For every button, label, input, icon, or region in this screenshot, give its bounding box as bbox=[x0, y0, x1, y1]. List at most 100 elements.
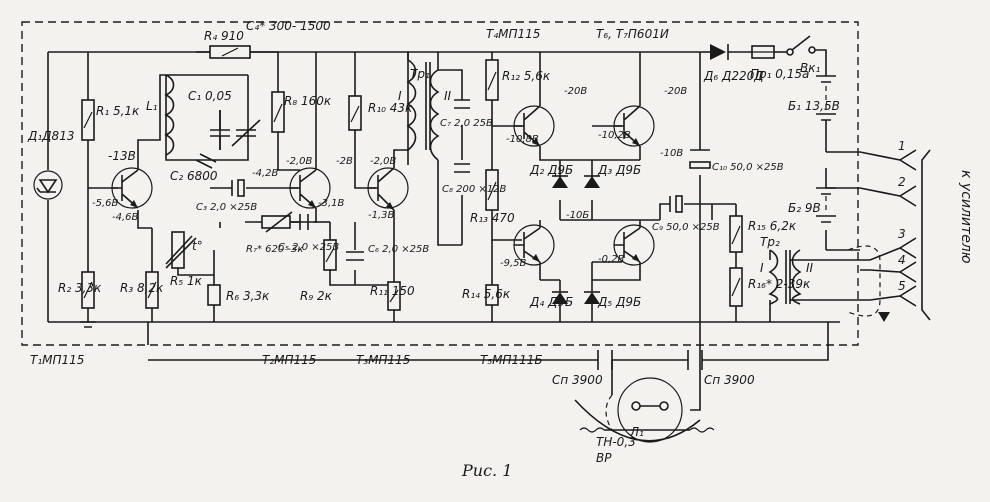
voltage-label: -10Б bbox=[566, 210, 589, 221]
label-t1: T₁МП115 bbox=[30, 353, 84, 367]
resistor-r16 bbox=[729, 267, 743, 307]
thermistor-arrow bbox=[165, 237, 197, 269]
label-c5: C₅ 2,0 ×25В bbox=[278, 242, 339, 253]
resistor-r2 bbox=[81, 271, 95, 309]
label-cp2: Cп 3900 bbox=[704, 373, 755, 387]
figure-caption: Рис. 1 bbox=[461, 461, 512, 480]
voltage-label: -10В bbox=[660, 148, 683, 159]
voltage-label: -10,2В bbox=[598, 130, 631, 141]
label-c7: C₇ 2,0 25В bbox=[440, 118, 493, 129]
lamp-l1 bbox=[574, 377, 715, 443]
label-tr1: Tр₁ bbox=[410, 67, 430, 81]
transistor-t5 bbox=[513, 224, 555, 266]
diode-d5 bbox=[584, 291, 600, 304]
label-r13: R₁₃ 470 bbox=[470, 211, 515, 225]
wiring bbox=[47, 49, 901, 431]
capacitor-c8 bbox=[454, 163, 470, 173]
resistor-r3 bbox=[145, 271, 159, 309]
resistor-r7 bbox=[261, 211, 293, 233]
resistor-r4 bbox=[209, 45, 251, 59]
label-r11: R₁₁ 150 bbox=[370, 284, 415, 298]
label-c2: C₂ 6800 bbox=[170, 169, 218, 183]
diodes bbox=[552, 44, 729, 304]
label-b2: Б₂ 9В bbox=[788, 201, 821, 215]
winding-label: II bbox=[444, 89, 452, 103]
resistor-r8 bbox=[271, 91, 285, 133]
label-r7: R₇* 620 -3к bbox=[246, 244, 303, 255]
resistor-r12 bbox=[485, 59, 499, 101]
label-t5: T₅МП111Б bbox=[480, 353, 543, 367]
label-tr2: Tр₂ bbox=[760, 235, 780, 249]
label-amplifier: к усилителю bbox=[958, 170, 974, 264]
winding-label: II bbox=[806, 261, 814, 275]
voltage-label: -1,3В bbox=[368, 210, 395, 221]
zener-diode-d1 bbox=[33, 170, 63, 200]
label-r10: R₁₀ 43к bbox=[368, 101, 413, 115]
voltage-label: -3,1В bbox=[318, 198, 345, 209]
capacitor-c2 bbox=[195, 153, 217, 169]
label-r2: R₂ 3,3к bbox=[58, 281, 102, 295]
terminal-label: 2 bbox=[898, 175, 906, 189]
label-r15: R₁₅ 6,2к bbox=[748, 219, 797, 233]
voltage-label: -2,0В bbox=[286, 156, 313, 167]
capacitor-c5 bbox=[299, 214, 309, 230]
transformer-tr2 bbox=[768, 245, 881, 317]
capacitor-c1 bbox=[210, 110, 230, 150]
diode-d4 bbox=[552, 291, 568, 304]
output-terminals bbox=[899, 149, 931, 321]
label-cp1: Cп 3900 bbox=[552, 373, 603, 387]
transformer-tr1 bbox=[406, 59, 440, 161]
label-r3: R₃ 8,2к bbox=[120, 281, 164, 295]
resistor-r15 bbox=[729, 215, 743, 253]
capacitor-c4 bbox=[231, 119, 261, 147]
voltage-label: -13В bbox=[108, 149, 136, 163]
capacitor-c6 bbox=[346, 251, 364, 261]
diode-d6 bbox=[710, 44, 729, 60]
terminal-label: 4 bbox=[898, 253, 906, 267]
voltage-label: -5,6В bbox=[92, 198, 119, 209]
resistor-r9 bbox=[323, 239, 337, 271]
ground-symbol bbox=[80, 312, 890, 328]
capacitor-c9 bbox=[669, 195, 683, 213]
label-lamp-type: ТН-0,3 bbox=[596, 435, 636, 449]
voltage-label: -20В bbox=[564, 86, 587, 97]
transistor-t3 bbox=[367, 167, 409, 211]
label-r9: R₉ 2к bbox=[300, 289, 333, 303]
battery-b1 bbox=[816, 75, 836, 121]
label-r5: R₅ 1к bbox=[170, 274, 203, 288]
label-c4: C₄* 300- 1500 bbox=[246, 19, 331, 33]
label-d3: Д₃ Д9Б bbox=[597, 163, 641, 177]
label-d2: Д₂ Д9Б bbox=[529, 163, 573, 177]
voltage-label: -20В bbox=[664, 86, 687, 97]
label-r4: R₄ 910 bbox=[204, 29, 244, 43]
terminal-label: 3 bbox=[898, 227, 906, 241]
label-pr1: Пр₁ 0,15а bbox=[750, 67, 809, 81]
switch-vk1 bbox=[786, 35, 816, 56]
label-r12: R₁₂ 5,6к bbox=[502, 69, 551, 83]
voltage-label: -0,2В bbox=[598, 254, 625, 265]
labels: R₁ 5,1к R₂ 3,3к R₃ 8,2к R₄ 910 R₅ 1к R₆ … bbox=[27, 19, 974, 465]
label-t2: T₂МП115 bbox=[262, 353, 316, 367]
resistor-r1 bbox=[81, 99, 95, 141]
voltage-label: -2В bbox=[336, 156, 353, 167]
winding-label: I bbox=[398, 89, 402, 103]
terminal-label: 5 bbox=[898, 279, 906, 293]
winding-label: I bbox=[760, 261, 764, 275]
enclosure-outline bbox=[21, 21, 859, 346]
capacitor-c10 bbox=[689, 149, 711, 169]
label-r16: R₁₆* 2-39к bbox=[748, 277, 811, 291]
transistor-t1 bbox=[111, 167, 153, 209]
transistor-t7 bbox=[613, 224, 655, 266]
resistors bbox=[81, 45, 743, 311]
label-d4: Д₄ Д9Б bbox=[529, 295, 573, 309]
label-l1: L₁ bbox=[146, 99, 158, 113]
label-c1: C₁ 0,05 bbox=[188, 89, 232, 103]
label-r6: R₆ 3,3к bbox=[226, 289, 270, 303]
label-c8: C₈ 200 ×12В bbox=[442, 184, 507, 195]
transistor-t2 bbox=[289, 167, 331, 209]
label-r8: R₈ 160к bbox=[284, 94, 332, 108]
label-d6: Д₆ Д220Д bbox=[703, 69, 764, 83]
diode-d3 bbox=[584, 175, 600, 188]
label-vk1: Вк₁ bbox=[800, 61, 820, 75]
voltage-label: -10,8В bbox=[506, 134, 539, 145]
